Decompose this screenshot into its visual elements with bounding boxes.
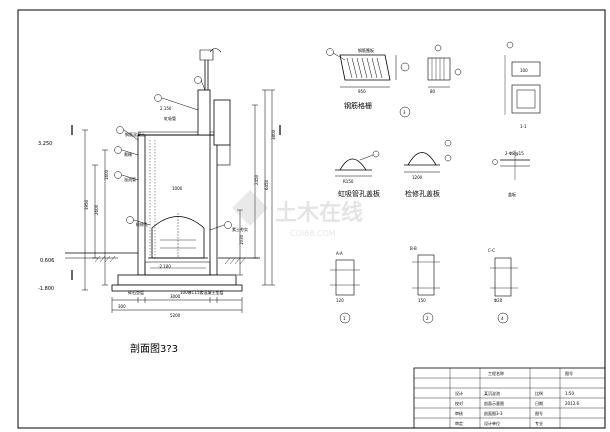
dim-6450: 6450 — [264, 179, 269, 190]
dim-r150: R150 — [343, 179, 354, 184]
section-1-1: 100 1-1 — [504, 41, 541, 129]
section-c-c-detail: C-C Φ20 4 — [488, 248, 518, 324]
note-pipe: 虹吸管 — [164, 115, 176, 121]
title-block: 工程名称 图号 设计 某沉淀池 比例 1:50 校对 剖面示意图 日期 2013… — [413, 367, 606, 429]
note-layer: 碎石垫层 — [128, 289, 144, 295]
note-concrete: 100厚C15素混凝土垫层 — [180, 289, 224, 295]
dim-1200: 1200 — [412, 175, 423, 180]
tb-row1-b: 图号 — [565, 370, 573, 376]
section-title: 剖面图3?3 — [130, 342, 178, 355]
label-1-1: 1-1 — [520, 124, 527, 129]
tb-r2-d: 1:50 — [565, 391, 574, 396]
dim-950: 950 — [358, 89, 366, 94]
tb-r3-b: 剖面示意图 — [484, 400, 504, 406]
tb-row1-a: 工程名称 — [488, 370, 504, 376]
section-a-a-detail: A-A 120 1 — [330, 251, 360, 324]
note-rebar: 钢筋混凝土 — [125, 131, 145, 137]
dim-3800: 3800 — [271, 129, 276, 140]
watermark-subtext: COI88.COM — [290, 229, 336, 238]
mark-1: 1 — [343, 316, 346, 321]
label-c-c: C-C — [488, 248, 495, 253]
dim-c2: 2-Φ8@15 — [505, 151, 524, 156]
pipe-slab-detail: R150 虹吸管孔盖板 — [335, 150, 380, 198]
tb-r2-b: 某沉淀池 — [484, 390, 500, 396]
tb-r2-c: 比例 — [535, 390, 543, 396]
dim-2600: 2600 — [94, 204, 99, 215]
dim-3000: 3000 — [170, 294, 181, 299]
note-ladder: 爬梯 — [124, 151, 132, 157]
mark-4: 4 — [501, 316, 504, 321]
note-fill: 素土夯实 — [232, 226, 248, 232]
dim-3250: 3.250 — [38, 141, 52, 147]
dim-606: 0.606 — [40, 258, 54, 264]
dim-1030: 1030 — [239, 234, 244, 245]
note-manhole: 检修孔 — [136, 221, 148, 227]
tb-r2-a: 设计 — [455, 390, 463, 396]
grate-section: 80 — [427, 44, 462, 94]
dim-1000: 1000 — [172, 186, 183, 191]
section-b-b-detail: B-B 150 2 — [410, 246, 440, 324]
cover-detail: 2-Φ8@15 盖板 — [492, 150, 530, 197]
dim-1600: 1600 — [104, 169, 109, 180]
dim-300: 300 — [118, 304, 126, 309]
tb-r4-a: 审核 — [455, 410, 463, 416]
dim-150: 150 — [418, 298, 426, 303]
dim-5200: 5200 — [170, 313, 181, 318]
dim-80: 80 — [430, 89, 436, 94]
manhole-slab-title: 检修孔盖板 — [405, 189, 440, 198]
tb-r4-b: 剖面图3-3 — [484, 410, 503, 416]
dim-120: 120 — [336, 298, 344, 303]
manhole-slab-detail: 1200 检修孔盖板 — [404, 139, 452, 198]
grate-header: 钢筋篦板 — [358, 47, 374, 53]
dim-2450: 2450 — [254, 174, 259, 185]
tb-extra-c: 专业 — [535, 420, 543, 426]
tb-r4-c: 图号 — [535, 410, 543, 416]
tb-r3-c: 日期 — [535, 400, 543, 406]
main-section: 3.250 -1.800 0.606 3950 2600 1600 6450 3… — [38, 48, 281, 355]
note-overflow: 溢流管 — [124, 176, 136, 182]
pipe-slab-title: 虹吸管孔盖板 — [338, 189, 380, 198]
dim-phi20: Φ20 — [494, 298, 503, 303]
tb-r3-a: 校对 — [455, 400, 463, 406]
label-cover: 盖板 — [508, 191, 516, 197]
dim-2150: 2.150 — [160, 106, 172, 111]
mark-2: 2 — [426, 316, 429, 321]
tb-extra-a: 审定 — [455, 420, 463, 426]
label-b-b: B-B — [410, 246, 417, 251]
watermark-text: 土木在线 — [275, 200, 363, 226]
sheet-border — [17, 9, 606, 429]
dim-3950: 3950 — [84, 199, 89, 210]
grate-title: 钢筋格栅 — [344, 101, 372, 110]
dim-2100n: -2.100 — [158, 264, 171, 269]
mark-3: 3 — [403, 110, 406, 115]
tb-r3-d: 2013.6 — [565, 401, 579, 406]
dim-1800n: -1.800 — [38, 286, 54, 292]
dim-100: 100 — [520, 68, 528, 73]
tb-extra-b: 设计单位 — [484, 420, 500, 426]
grate-detail: 钢筋篦板 950 钢筋格栅 3 — [326, 47, 411, 118]
label-a-a: A-A — [336, 251, 343, 256]
section-marker-a — [71, 125, 281, 280]
watermark: 土木在线 COI88.COM — [232, 190, 363, 238]
